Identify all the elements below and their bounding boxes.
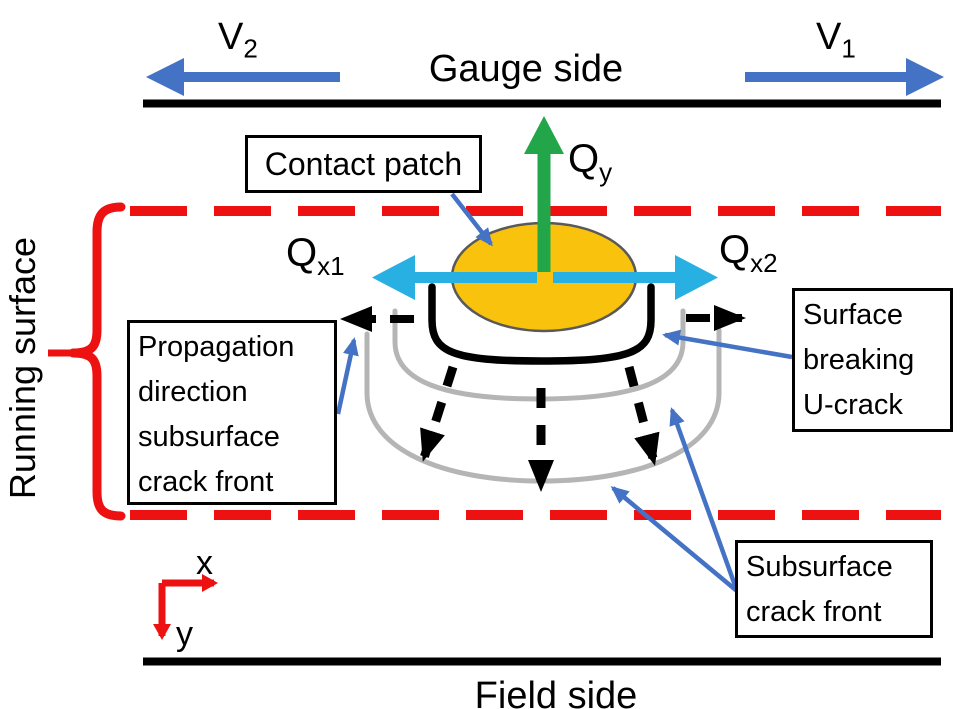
u-crack-path (428, 283, 655, 365)
running-surface-label: Running surface (2, 236, 44, 500)
qy-label: Qy (568, 137, 613, 187)
propagation-arrow-down-right (624, 365, 660, 466)
v1-arrow (745, 58, 944, 96)
qx2-label: Qx2 (719, 228, 778, 278)
subsurface-pointer-arrow-inner (669, 407, 740, 592)
qy-arrow (524, 116, 564, 272)
propagation-pointer-arrow (335, 337, 359, 415)
callout-surface-breaking-u-crack: Surface breaking U-crack (792, 288, 953, 432)
subsurface-pointer-arrow-outer (610, 486, 739, 593)
v2-arrow (146, 58, 340, 96)
gauge-side-label: Gauge side (428, 48, 624, 90)
qx2-arrow (553, 255, 718, 300)
qx1-label: Qx1 (286, 231, 345, 281)
running-surface-brace (68, 202, 126, 521)
callout-subsurface-crack-front: Subsurface crack front (735, 540, 933, 638)
y-axis-label: y (176, 615, 193, 653)
field-side-label: Field side (474, 675, 638, 709)
contact-patch-pointer-arrow (450, 192, 493, 247)
v2-label: V2 (218, 16, 258, 64)
qx1-arrow (372, 255, 537, 300)
x-axis-label: x (196, 544, 213, 582)
propagation-arrow-down-left (419, 365, 458, 462)
callout-propagation-direction: Propagation direction subsurface crack f… (127, 320, 337, 505)
surface-breaking-pointer-arrow (662, 329, 793, 360)
v1-label: V1 (816, 16, 856, 64)
callout-contact-patch: Contact patch (245, 135, 482, 193)
